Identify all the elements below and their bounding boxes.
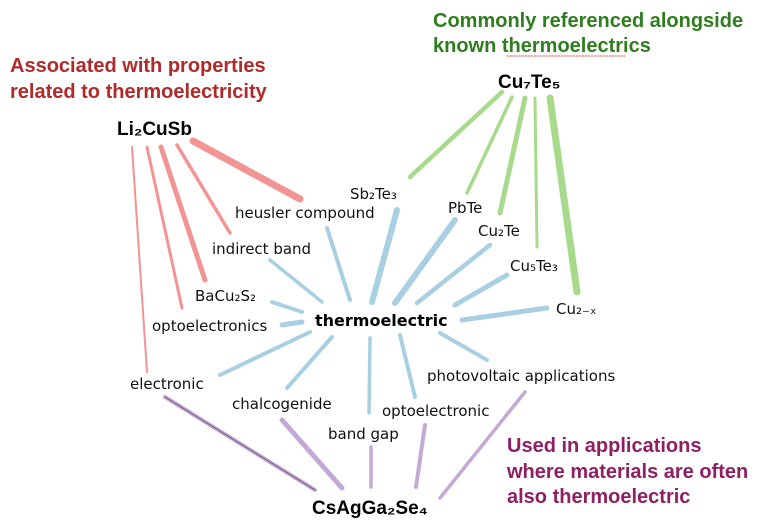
edge-hub-band-gap xyxy=(367,336,372,415)
edge-li2cusb-indirect-band xyxy=(175,143,232,235)
purple-caption-line-1: Used in applications xyxy=(507,435,701,457)
node-csagga2se4: CsAgGa₂Se₄ xyxy=(312,498,428,519)
edge-hub-optoelectronics xyxy=(279,319,305,328)
edge-cu7te5-cu5te3 xyxy=(533,96,539,249)
node-cu5te3: Cu₅Te₃ xyxy=(510,257,558,275)
edge-csagga2se4-chalcogenide xyxy=(279,417,345,491)
blue-edges xyxy=(218,207,550,415)
purple-caption-line-3: also thermoelectric xyxy=(507,486,690,508)
edge-hub-pbte xyxy=(392,217,458,306)
edge-cu7te5-cu2x xyxy=(546,94,581,296)
node-optoelectronics: optoelectronics xyxy=(152,317,267,335)
edge-hub-bacu2s2 xyxy=(270,300,304,314)
edge-cu7te5-sb2te3 xyxy=(407,89,505,180)
edge-hub-photovoltaic xyxy=(438,331,489,362)
green-edges xyxy=(407,89,581,296)
purple-caption-line-2: where materials are often xyxy=(506,461,748,483)
edge-li2cusb-electronic xyxy=(131,146,148,373)
node-band-gap: band gap xyxy=(328,425,399,443)
node-cu2x: Cu₂₋ₓ xyxy=(556,300,597,318)
edge-cu7te5-cu2te xyxy=(497,95,528,216)
edge-cu7te5-pbte xyxy=(465,95,514,195)
node-cu2te: Cu₂Te xyxy=(478,222,520,240)
edge-hub-cu2x xyxy=(459,305,550,323)
red-caption-line-1: Associated with properties xyxy=(10,55,266,77)
node-electronic: electronic xyxy=(130,375,204,393)
red-edges xyxy=(131,137,304,373)
edge-hub-optoelectronic xyxy=(398,333,417,399)
red-caption-line-2: related to thermoelectricity xyxy=(10,81,268,103)
edge-hub-cu5te3 xyxy=(452,272,510,308)
edge-csagga2se4-photovoltaic xyxy=(438,390,527,500)
node-bacu2s2: BaCu₂S₂ xyxy=(195,287,256,305)
node-indirect-band: indirect band xyxy=(212,240,311,258)
edge-li2cusb-optoelectronics xyxy=(145,145,184,310)
edge-hub-heusler xyxy=(325,226,352,302)
edge-li2cusb-heusler xyxy=(189,137,304,203)
node-chalcogenide: chalcogenide xyxy=(232,395,332,413)
edge-hub-chalcogenide xyxy=(285,335,334,390)
green-caption-line-2: known thermoelectrics xyxy=(433,35,651,57)
node-thermoelectric: thermoelectric xyxy=(315,311,448,330)
node-sb2te3: Sb₂Te₃ xyxy=(350,185,397,203)
edge-hub-electronic xyxy=(218,330,312,377)
node-pbte: PbTe xyxy=(448,199,482,217)
edge-li2cusb-bacu2s2 xyxy=(158,144,208,283)
edge-csagga2se4-optoelectronic xyxy=(414,423,427,489)
green-caption-line-1: Commonly referenced alongside xyxy=(433,10,743,32)
node-cu7te5: Cu₇Te₅ xyxy=(498,72,560,93)
edge-hub-sb2te3 xyxy=(369,207,400,305)
edge-csagga2se4-electronic-core xyxy=(164,396,316,491)
node-heusler-compound: heusler compound xyxy=(235,204,375,222)
edge-hub-cu2te xyxy=(414,242,493,306)
node-photovoltaic-applications: photovoltaic applications xyxy=(427,367,615,385)
edge-hub-indirect-band xyxy=(268,258,324,304)
node-li2cusb: Li₂CuSb xyxy=(117,119,192,140)
node-optoelectronic: optoelectronic xyxy=(382,402,489,420)
purple-edges xyxy=(163,390,527,500)
